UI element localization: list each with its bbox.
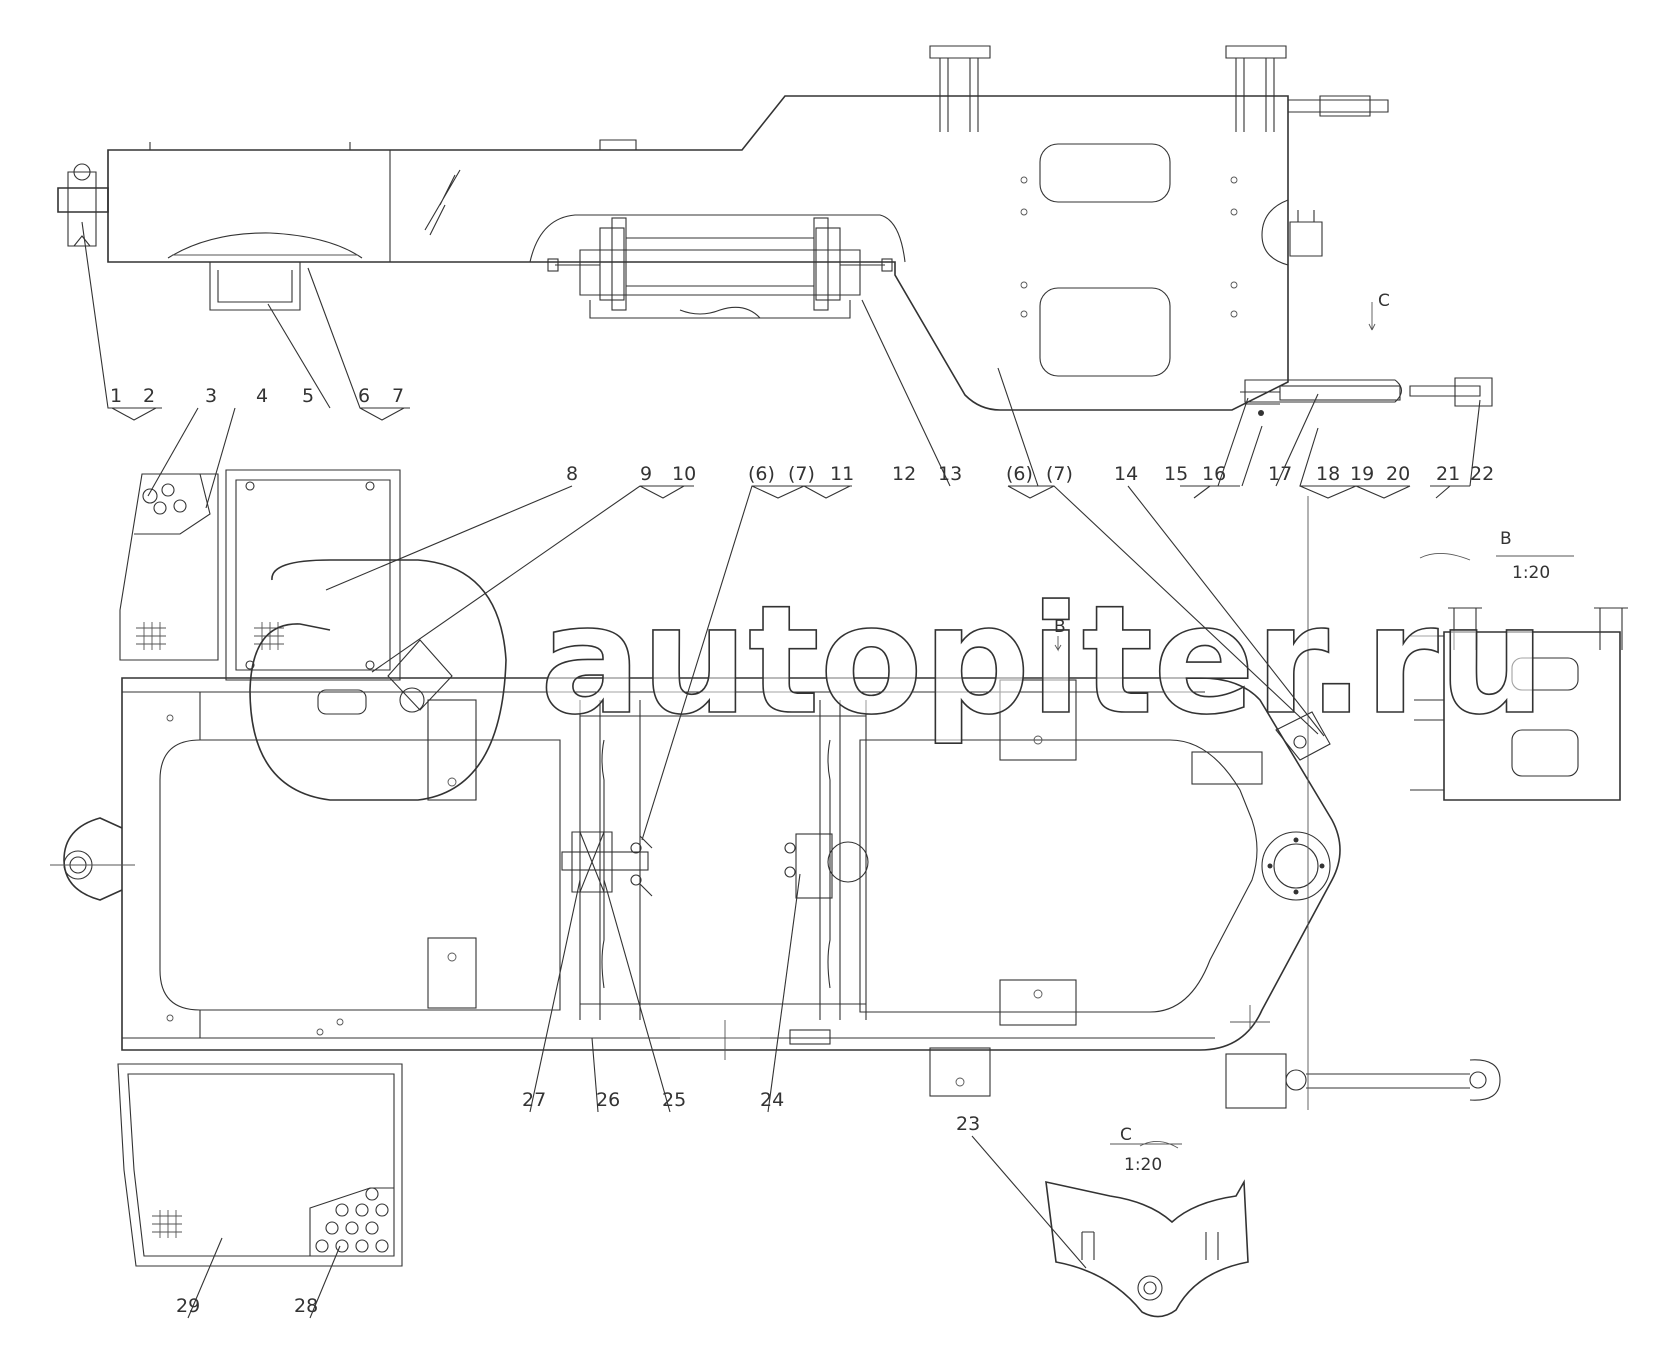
label-20: 20 <box>1386 463 1410 485</box>
label-19: 19 <box>1350 463 1374 485</box>
label-13: 13 <box>938 463 962 485</box>
label-9: 9 <box>640 463 652 485</box>
label-5: 5 <box>302 385 314 407</box>
label-4: 4 <box>256 385 268 407</box>
label-27: 27 <box>522 1089 546 1111</box>
label-16: 16 <box>1202 463 1226 485</box>
label-26: 26 <box>596 1089 620 1111</box>
label-6-ref: (6) <box>748 463 775 485</box>
view-c-detail <box>1045 1179 1249 1318</box>
label-6-ref-2: (6) <box>1006 463 1033 485</box>
top-assembly <box>57 45 1493 416</box>
view-b-letter: B <box>1500 529 1512 549</box>
grating-marks <box>136 622 284 1238</box>
part-labels: 1 2 3 4 5 6 7 8 9 10 (6) (7) 11 12 13 (6… <box>110 291 1550 1317</box>
label-10: 10 <box>672 463 696 485</box>
watermark: autopiter.ru <box>249 559 1546 801</box>
label-14: 14 <box>1114 463 1138 485</box>
label-6: 6 <box>358 385 370 407</box>
label-28: 28 <box>294 1295 318 1317</box>
label-29: 29 <box>176 1295 200 1317</box>
leader-lines <box>81 221 1481 1319</box>
view-c-letter: C <box>1120 1125 1132 1145</box>
label-1: 1 <box>110 385 122 407</box>
view-b-scale: 1:20 <box>1512 563 1550 583</box>
label-2: 2 <box>143 385 155 407</box>
view-b-detail <box>1110 553 1628 1149</box>
label-25: 25 <box>662 1089 686 1111</box>
marker-c: C <box>1378 291 1390 311</box>
label-3: 3 <box>205 385 217 407</box>
label-23: 23 <box>956 1113 980 1135</box>
view-c-scale: 1:20 <box>1124 1155 1162 1175</box>
label-15: 15 <box>1164 463 1188 485</box>
label-11: 11 <box>830 463 854 485</box>
bottom-assembly <box>50 469 1501 1267</box>
label-7: 7 <box>392 385 404 407</box>
label-7-ref-2: (7) <box>1046 463 1073 485</box>
watermark-text: autopiter.ru <box>540 574 1545 748</box>
label-7-ref: (7) <box>788 463 815 485</box>
label-17: 17 <box>1268 463 1292 485</box>
label-8: 8 <box>566 463 578 485</box>
label-18: 18 <box>1316 463 1340 485</box>
label-21: 21 <box>1436 463 1460 485</box>
label-24: 24 <box>760 1089 784 1111</box>
marker-b: B <box>1054 617 1066 637</box>
label-12: 12 <box>892 463 916 485</box>
label-22: 22 <box>1470 463 1494 485</box>
